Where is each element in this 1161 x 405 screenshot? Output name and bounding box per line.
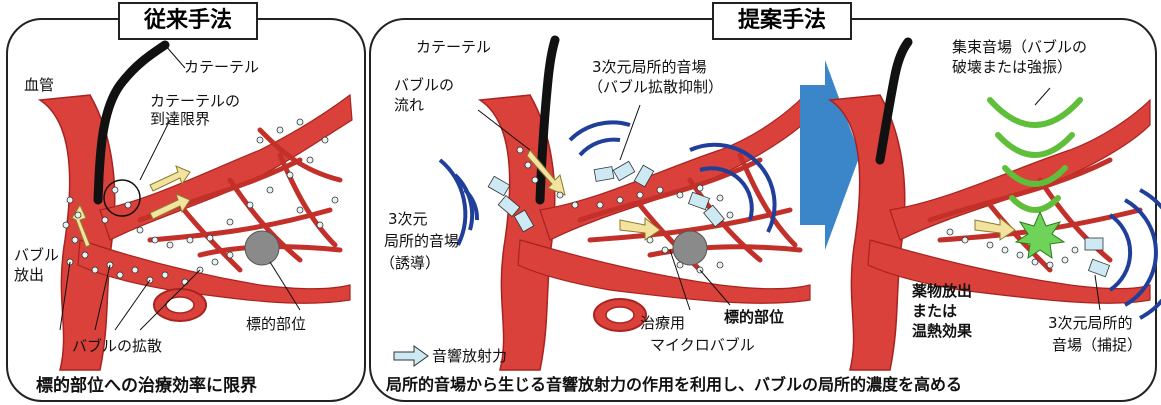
label-drug-2: または — [912, 302, 957, 320]
label-capture-1: 3次元局所的 — [1048, 314, 1133, 332]
label-flow-2: 流れ — [394, 96, 424, 114]
label-induce-1: 3次元 — [388, 210, 428, 228]
label-induce-2: 局所的音場 — [384, 232, 459, 250]
label-flow-1: バブルの — [394, 76, 454, 94]
label-target-right: 標的部位 — [724, 308, 784, 326]
label-capture-2: 音場（捕捉） — [1052, 336, 1142, 354]
legend-arrow-icon — [394, 346, 428, 366]
label-drug-1: 薬物放出 — [912, 282, 972, 300]
label-field3d-2: （バブル拡散抑制） — [588, 78, 723, 96]
right-caption: 局所的音場から生じる音響放射力の作用を利用し、バブルの局所的濃度を高める — [386, 371, 962, 395]
label-microbubble-1: 治療用 — [640, 314, 685, 332]
right-target-site-a — [673, 231, 707, 265]
transition-arrow — [800, 60, 860, 250]
right-panel-title: 提案手法 — [712, 2, 852, 40]
label-catheter-right: カテーテル — [416, 38, 491, 56]
label-focused-2: 破壊または強振） — [952, 58, 1072, 76]
label-drug-3: 温熱効果 — [912, 322, 972, 340]
label-legend: 音響放射力 — [432, 347, 507, 365]
burst-effect — [1016, 212, 1064, 258]
label-field3d-1: 3次元局所的音場 — [592, 58, 707, 76]
label-focused-1: 集束音場（バブルの — [952, 38, 1087, 56]
label-microbubble-2: マイクロバブル — [650, 336, 755, 354]
label-induce-3: （誘導） — [380, 254, 440, 272]
